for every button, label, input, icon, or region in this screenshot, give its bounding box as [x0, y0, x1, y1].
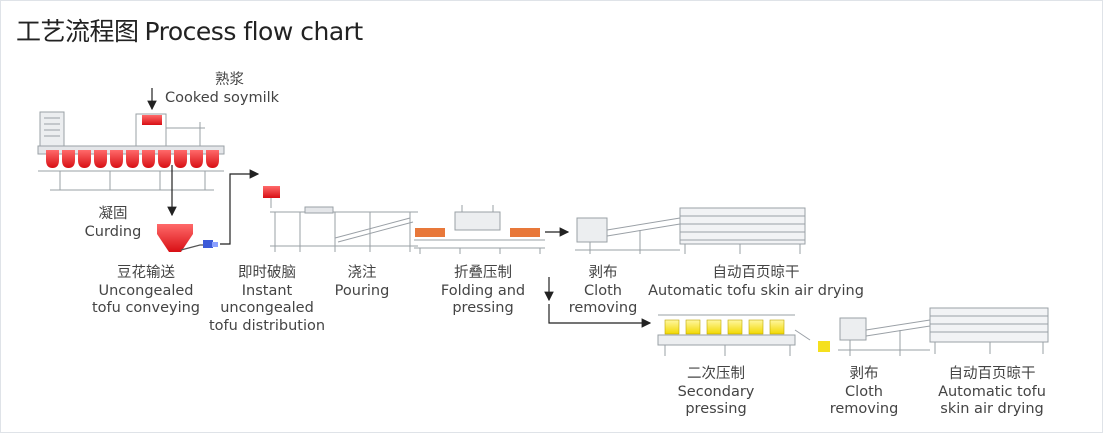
folding-en-1: Folding and	[440, 282, 526, 299]
curding-hopper	[157, 224, 193, 252]
secondary-pressing-zh: 二次压制	[687, 366, 745, 382]
distribution-en-2: uncongealed	[220, 300, 314, 316]
title-zh: 工艺流程图	[16, 17, 139, 46]
conveying-en-2: tofu conveying	[92, 300, 200, 316]
secondary-arrow	[548, 304, 652, 328]
label-distribution: 即时破脑 Instant uncongealed tofu distributi…	[203, 265, 331, 335]
secondary-press-blocks	[664, 319, 785, 335]
label-folding: 折叠压制 Folding and pressing	[428, 265, 538, 318]
label-curding: 凝固 Curding	[78, 206, 148, 241]
secondary-press-machine	[657, 314, 811, 356]
curding-en: Curding	[84, 223, 142, 240]
label-cloth-removing-2: 剥布 Cloth removing	[823, 366, 905, 419]
label-pouring: 浇注 Pouring	[322, 265, 402, 300]
air-drying-1-zh: 自动百页晾干	[712, 265, 800, 281]
curding-zh: 凝固	[98, 206, 128, 222]
air-drying-2-en-2: skin air drying	[940, 401, 1044, 417]
cloth-removing-2-zh: 剥布	[849, 366, 879, 382]
pressed-block	[818, 341, 830, 352]
folded-sheet-2	[510, 228, 540, 237]
folding-machine	[414, 205, 545, 254]
label-air-drying-1: 自动百页晾干 Automatic tofu skin air drying	[642, 265, 870, 300]
title-en: Process flow chart	[144, 17, 364, 46]
air-drying-2-zh: 自动百页晾干	[948, 366, 1036, 382]
cloth-removing-1-en-1: Cloth	[584, 282, 622, 299]
distribution-tank	[263, 186, 280, 198]
label-conveying: 豆花输送 Uncongealed tofu conveying	[82, 265, 210, 318]
conveying-en-1: Uncongealed	[98, 282, 194, 299]
cooked-soymilk-zh: 熟浆	[215, 72, 244, 88]
cloth-removing-2-en-1: Cloth	[845, 383, 883, 400]
cloth-removing-2-en-2: removing	[829, 401, 899, 417]
folding-en-2: pressing	[452, 300, 514, 316]
distribution-zh: 即时破脑	[238, 265, 296, 281]
secondary-pressing-en-1: Secondary	[677, 383, 755, 400]
air-drying-1-en: Automatic tofu skin air drying	[648, 282, 864, 299]
curding-cups	[46, 150, 219, 168]
folded-sheet-1	[415, 228, 445, 237]
distribution-en-3: tofu distribution	[208, 317, 326, 334]
cooked-soymilk-en: Cooked soymilk	[165, 89, 280, 106]
air-drying-machine-1	[679, 207, 806, 254]
folding-zh: 折叠压制	[454, 265, 512, 281]
cloth-removing-machine-1	[575, 217, 681, 254]
cloth-removing-1-zh: 剥布	[588, 265, 618, 281]
conveying-zh: 豆花输送	[117, 265, 175, 281]
distribution-arrow	[220, 169, 260, 245]
air-drying-machine-2	[929, 307, 1049, 354]
secondary-pressing-en-2: pressing	[685, 401, 747, 417]
pouring-en: Pouring	[334, 282, 390, 299]
label-air-drying-2: 自动百页晾干 Automatic tofu skin air drying	[928, 366, 1056, 419]
air-drying-2-en-1: Automatic tofu	[938, 383, 1046, 400]
label-cooked-soymilk: 熟浆 Cooked soymilk	[165, 72, 291, 107]
soymilk-tank	[142, 115, 162, 125]
cloth-removing-1-en-2: removing	[568, 300, 638, 316]
pump	[180, 240, 218, 251]
cloth-removing-machine-2	[838, 317, 931, 356]
pouring-machine	[270, 206, 418, 252]
label-secondary-pressing: 二次压制 Secondary pressing	[666, 366, 766, 419]
distribution-en-1: Instant	[241, 282, 293, 299]
label-cloth-removing-1: 剥布 Cloth removing	[563, 265, 643, 318]
pouring-zh: 浇注	[347, 265, 377, 281]
